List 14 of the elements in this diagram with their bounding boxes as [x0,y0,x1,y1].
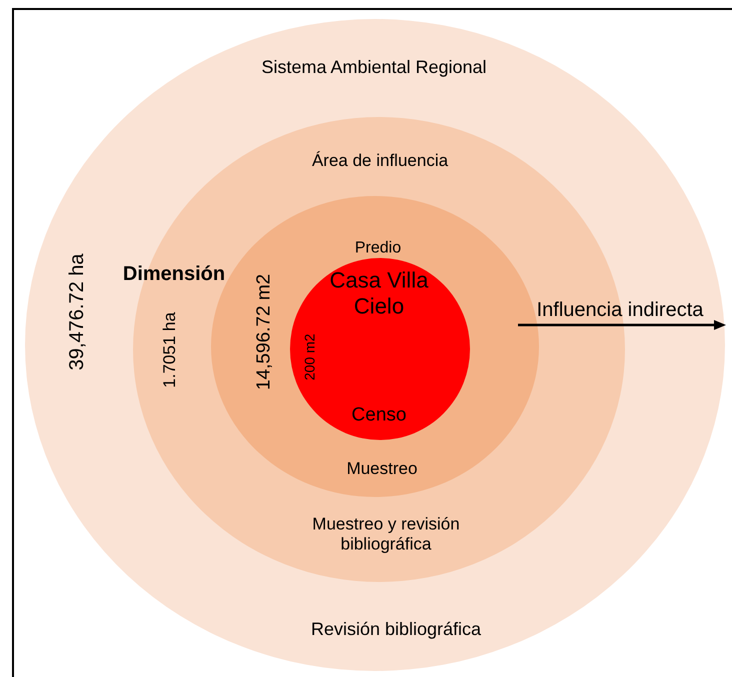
text-label: Predio [354,238,402,258]
text-label: Muestreo [346,458,418,480]
dimension-label: 39,476.72 ha [65,254,89,370]
text-label: Muestreo y revisión bibliográfica [311,514,461,556]
text-label: Censo [352,404,406,428]
dimension-label: 14,596.72 m2 [254,274,276,390]
dimension-label: 1.7051 ha [160,312,180,388]
text-label: Influencia indirecta [536,298,704,322]
dimension-label: 200 m2 [302,334,318,380]
text-label: Sistema Ambiental Regional [261,57,487,79]
text-label: Revisión bibliográfica [310,619,482,641]
heading-label: Dimensión [122,262,226,286]
text-label: Casa Villa Cielo [328,268,430,320]
text-label: Área de influencia [312,150,448,172]
